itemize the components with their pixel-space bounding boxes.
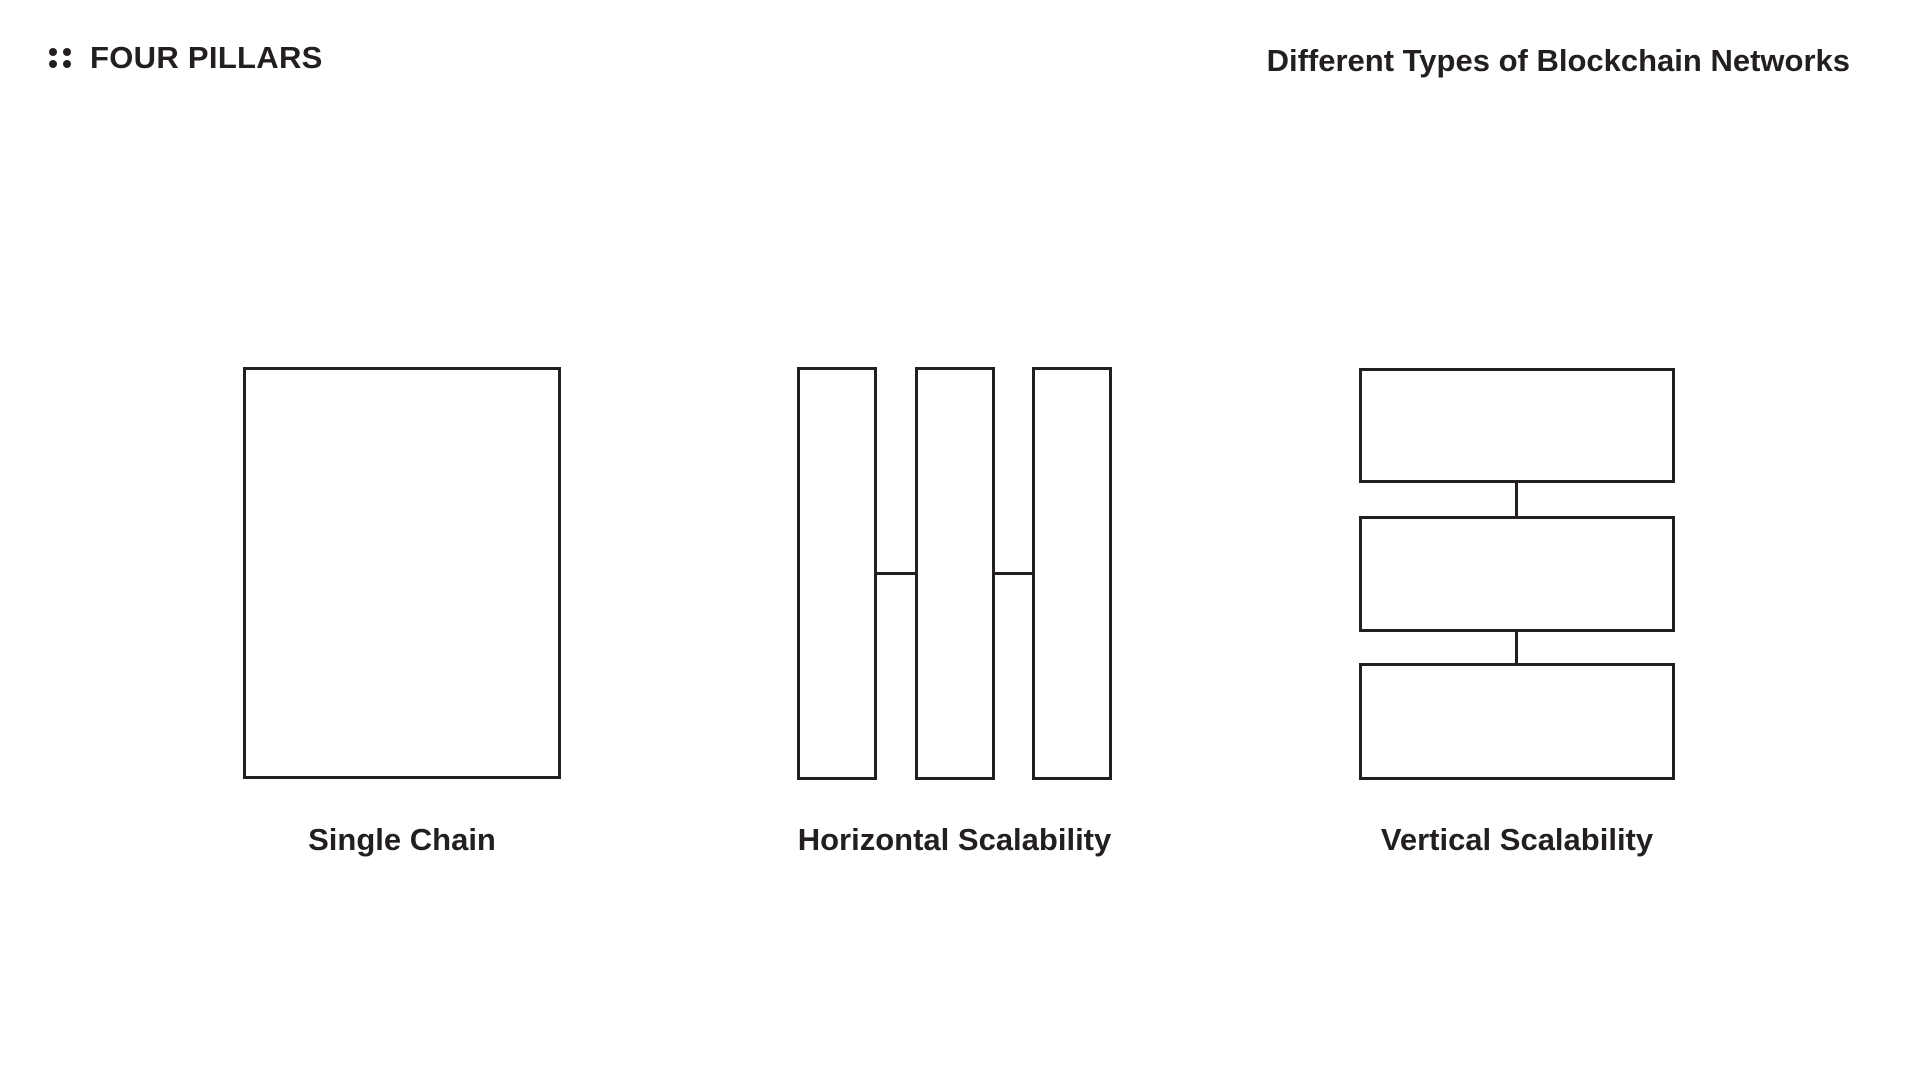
- horizontal-scalability-label: Horizontal Scalability: [797, 822, 1112, 857]
- four-dots-icon: [49, 48, 71, 68]
- horizontal-shard-block-2: [915, 367, 995, 780]
- vertical-link-2-3: [1515, 631, 1518, 665]
- horizontal-link-1-2: [876, 572, 916, 575]
- horizontal-link-2-3: [994, 572, 1034, 575]
- single-chain-block: [243, 367, 561, 779]
- dot-top-left: [49, 48, 57, 56]
- vertical-scalability-label: Vertical Scalability: [1380, 822, 1654, 857]
- vertical-link-1-2: [1515, 482, 1518, 518]
- vertical-layer-block-3: [1359, 663, 1675, 780]
- dot-bottom-left: [49, 60, 57, 68]
- vertical-layer-block-1: [1359, 368, 1675, 483]
- brand-name: FOUR PILLARS: [90, 40, 323, 75]
- vertical-layer-block-2: [1359, 516, 1675, 632]
- horizontal-shard-block-1: [797, 367, 877, 780]
- single-chain-label: Single Chain: [308, 822, 496, 857]
- page-title: Different Types of Blockchain Networks: [1266, 43, 1850, 78]
- dot-top-right: [63, 48, 71, 56]
- dot-bottom-right: [63, 60, 71, 68]
- horizontal-shard-block-3: [1032, 367, 1112, 780]
